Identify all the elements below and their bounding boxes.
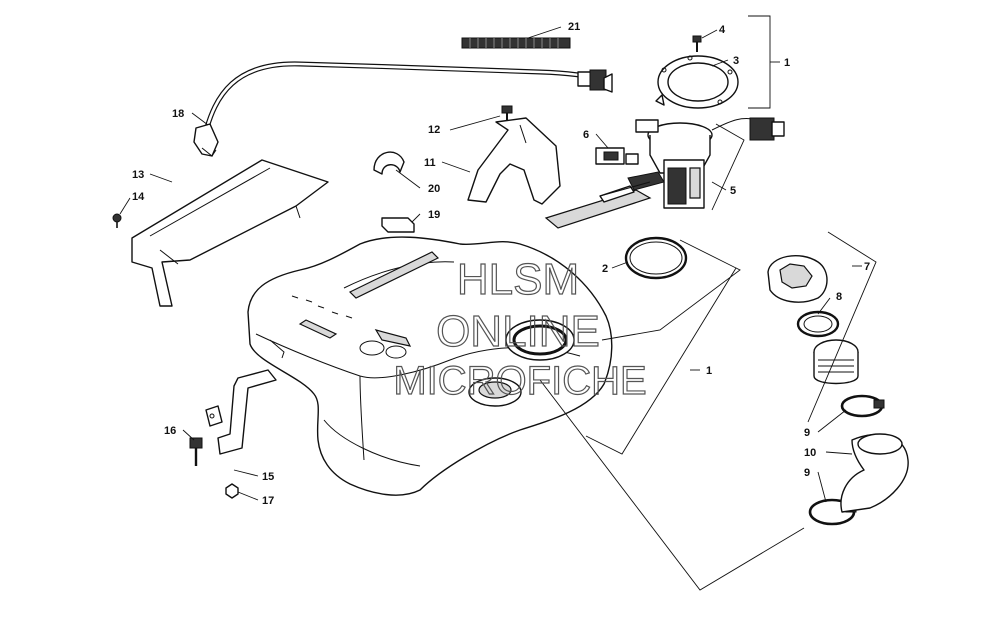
part-7-fuel-cap	[767, 255, 828, 303]
callout-8: 8	[836, 291, 842, 303]
part-10-filler-hose	[840, 433, 909, 513]
part-3-retaining-ring	[655, 55, 739, 109]
leader-1-top	[748, 15, 771, 109]
callout-4: 4	[719, 24, 726, 36]
callout-21: 21	[568, 21, 580, 33]
callout-11: 11	[424, 157, 436, 169]
watermark-line-3: MICROFICHE	[393, 359, 646, 403]
callout-15: 15	[262, 471, 274, 483]
part-4-screw	[692, 35, 702, 52]
part-5-fuel-pump-assembly	[544, 117, 785, 229]
callout-5: 5	[730, 185, 736, 197]
part-11-bracket	[467, 117, 561, 205]
leader-1-lower	[585, 239, 737, 455]
callout-labels: 21 4 3 1 18 12 6 11 13 20 5 14 19 7 2 8 …	[132, 21, 870, 507]
part-14-screw	[112, 213, 122, 228]
callout-16: 16	[164, 425, 176, 437]
part-17-nut	[225, 483, 239, 499]
fuel-tank-body	[247, 236, 613, 496]
callout-18: 18	[172, 108, 184, 120]
callout-9-lower: 9	[804, 467, 810, 479]
leader-neck	[539, 379, 805, 591]
callout-7: 7	[864, 261, 870, 273]
callout-17: 17	[262, 495, 274, 507]
part-16-bolt	[189, 437, 203, 466]
watermark-line-1: HLSM	[457, 255, 579, 304]
callout-14: 14	[132, 191, 145, 203]
leader-7-group	[807, 231, 877, 423]
part-2-oring	[624, 236, 688, 280]
leader-5-group	[711, 123, 745, 211]
part-20-clip	[373, 151, 405, 175]
callout-3: 3	[733, 55, 739, 67]
callout-9-upper: 9	[804, 427, 810, 439]
part-6-connector	[595, 147, 639, 165]
callout-6: 6	[583, 129, 589, 141]
part-9-clamp-upper	[840, 394, 885, 418]
leader-1-lower-b	[601, 267, 741, 341]
callout-20: 20	[428, 183, 440, 195]
leader-lines	[119, 26, 853, 503]
callout-1-lower: 1	[706, 365, 712, 377]
callout-1-top: 1	[784, 57, 790, 69]
callout-10: 10	[804, 447, 816, 459]
part-15-mount-bracket	[205, 369, 277, 455]
watermark: HLSM ONLINE MICROFICHE	[393, 254, 648, 403]
part-8-gasket	[796, 310, 840, 338]
part-13-heat-shield	[131, 159, 329, 307]
part-19-pad	[381, 217, 415, 233]
part-18-fuel-line	[193, 61, 613, 157]
callout-2: 2	[602, 263, 608, 275]
callout-12: 12	[428, 124, 440, 136]
callout-13: 13	[132, 169, 144, 181]
watermark-line-2: ONLINE	[436, 307, 600, 356]
part-21-sleeve	[461, 37, 571, 49]
filler-neck	[813, 339, 859, 385]
callout-19: 19	[428, 209, 440, 221]
